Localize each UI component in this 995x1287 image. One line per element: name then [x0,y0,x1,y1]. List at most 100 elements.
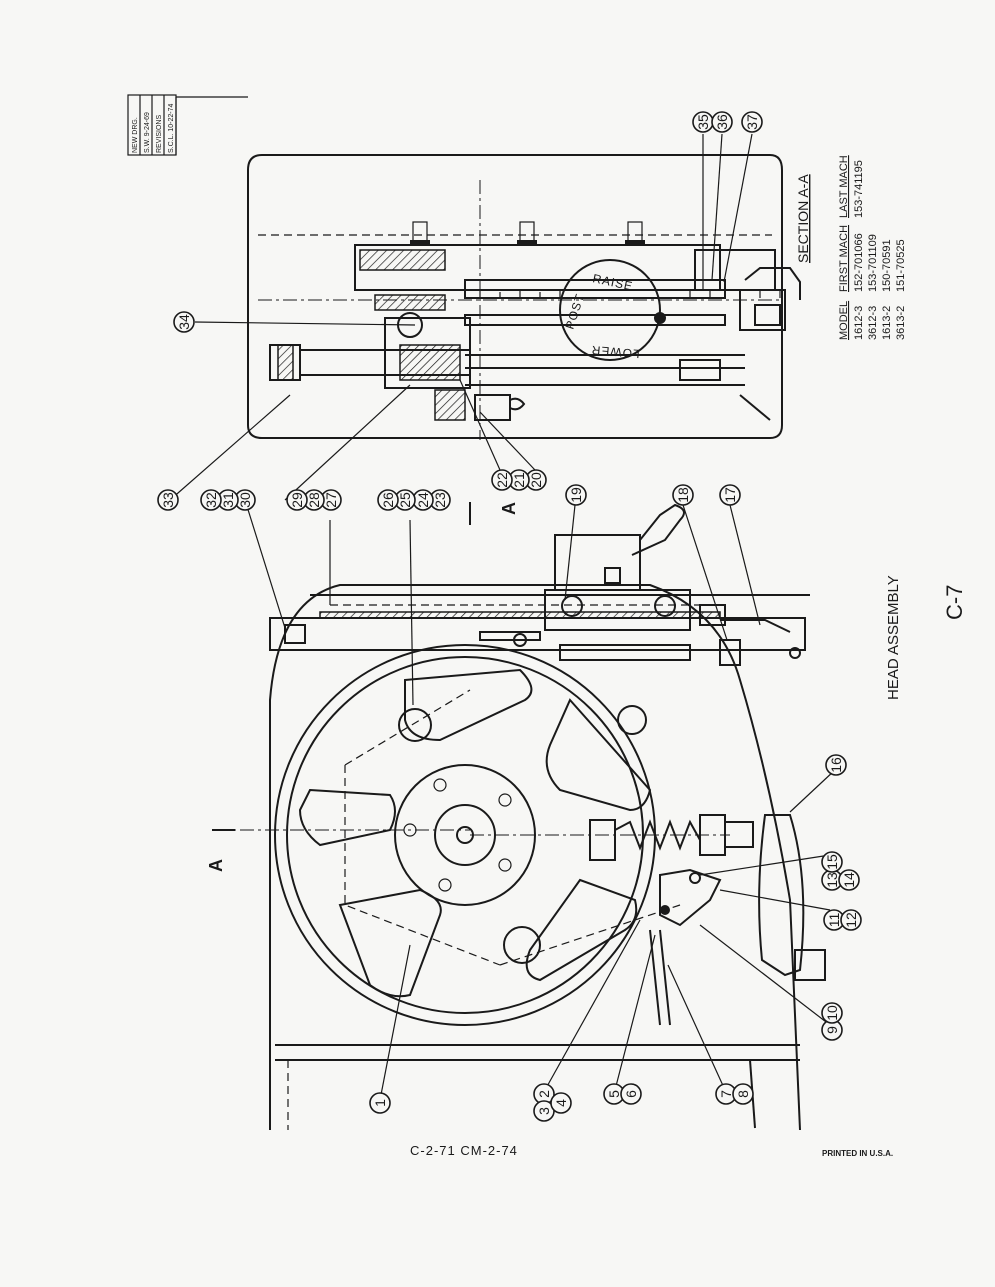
callout-label: 3 [536,1107,552,1115]
callout-label: 10 [824,1005,840,1021]
callout-4: 4 [550,1092,572,1114]
last-mach-header: LAST MACH [838,155,850,218]
callout-8: 8 [732,1083,754,1105]
callout-label: 25 [397,492,413,508]
callout-circle [157,489,179,511]
callout-circle [565,484,587,506]
model-table: MODEL FIRST MACH LAST MACH 1612-3 152-70… [838,155,907,340]
last-mach-row-1: 153-741195 [853,160,865,218]
callout-label: 5 [606,1090,622,1098]
callout-label: 37 [744,114,760,130]
callout-label: 36 [714,114,730,130]
callout-label: 33 [160,492,176,508]
callout-37: 37 [741,111,763,133]
callout-label: 6 [623,1090,639,1098]
callout-33: 33 [157,489,179,511]
callout-label: 16 [828,757,844,773]
callout-label: 9 [824,1026,840,1034]
callout-25: 25 [394,489,416,511]
callout-label: 29 [289,492,305,508]
callout-circle [821,851,843,873]
model-row-3: 1613-2 [881,306,893,340]
first-mach-header: FIRST MACH [838,225,850,292]
callout-label: 28 [306,492,322,508]
callout-label: 4 [553,1099,569,1107]
section-a-a-view: RAISE POST LOWER [247,154,801,440]
first-mach-row-3: 150-70591 [881,239,893,292]
callout-34: 34 [173,311,195,333]
callout-label: 23 [432,492,448,508]
callout-circle [550,1092,572,1114]
section-marker-left: A [206,859,226,872]
revision-line-4: S.C.L. 10-22-74 [168,103,175,153]
model-row-4: 3613-2 [895,306,907,340]
callout-label: 27 [323,492,339,508]
callout-19: 19 [565,484,587,506]
callout-12: 12 [840,909,862,931]
callout-36: 36 [711,111,733,133]
callout-circle [491,469,513,491]
callout-circle [838,869,860,891]
callout-circle [173,311,195,333]
callout-circle [377,489,399,511]
callout-label: 32 [203,492,219,508]
callout-label: 20 [528,472,544,488]
callout-15: 15 [821,851,843,873]
drawing-title: HEAD ASSEMBLY [885,575,902,700]
head-assembly-view [212,502,826,1131]
callout-7: 7 [715,1083,737,1105]
model-row-2: 3612-3 [867,306,879,340]
callout-circle [741,111,763,133]
callout-circle [719,484,741,506]
first-mach-row-4: 151-70525 [895,239,907,292]
callout-label: 22 [494,472,510,488]
callout-27: 27 [320,489,342,511]
leader-lines [169,133,836,1101]
first-mach-row-2: 153-701109 [867,234,879,292]
dial-lower: LOWER [590,343,640,361]
callout-label: 35 [695,114,711,130]
guide-handle-block [554,534,641,591]
callout-label: 31 [220,492,236,508]
callout-26: 26 [377,489,399,511]
footer-codes: C-2-71 CM-2-74 [410,1143,518,1158]
callout-circle [840,909,862,931]
callout-label: 34 [176,314,192,330]
callout-1: 1 [369,1092,391,1114]
callout-label: 11 [826,913,842,928]
callout-label: 12 [843,912,859,928]
post-dial [559,259,661,361]
section-label: SECTION A-A [795,174,811,263]
revision-block: NEW DRG. S.W. 9-24-69 REVISIONS S.C.L. 1… [127,94,248,156]
callout-label: 26 [380,492,396,508]
callout-label: 19 [568,487,584,503]
callout-label: 18 [675,487,691,503]
callout-28: 28 [303,489,325,511]
revision-line-2: S.W. 9-24-69 [144,112,151,153]
callout-23: 23 [429,489,451,511]
callout-29: 29 [286,489,308,511]
callout-label: 15 [824,854,840,870]
callout-24: 24 [412,489,434,511]
callout-35: 35 [692,111,714,133]
callout-21: 21 [508,469,530,491]
callout-circle [821,1002,843,1024]
callout-label: 17 [722,487,738,503]
callout-circle [369,1092,391,1114]
revision-line-1: NEW DRG. [132,117,139,153]
callout-label: 14 [841,872,857,888]
callout-circle [620,1083,642,1105]
callout-circle [711,111,733,133]
callout-6: 6 [620,1083,642,1105]
callout-label: 8 [735,1090,751,1098]
callout-32: 32 [200,489,222,511]
callout-14: 14 [838,869,860,891]
callout-22: 22 [491,469,513,491]
callout-17: 17 [719,484,741,506]
section-marker-top: A [499,502,519,515]
revision-line-3: REVISIONS [156,115,163,153]
callout-circle [286,489,308,511]
